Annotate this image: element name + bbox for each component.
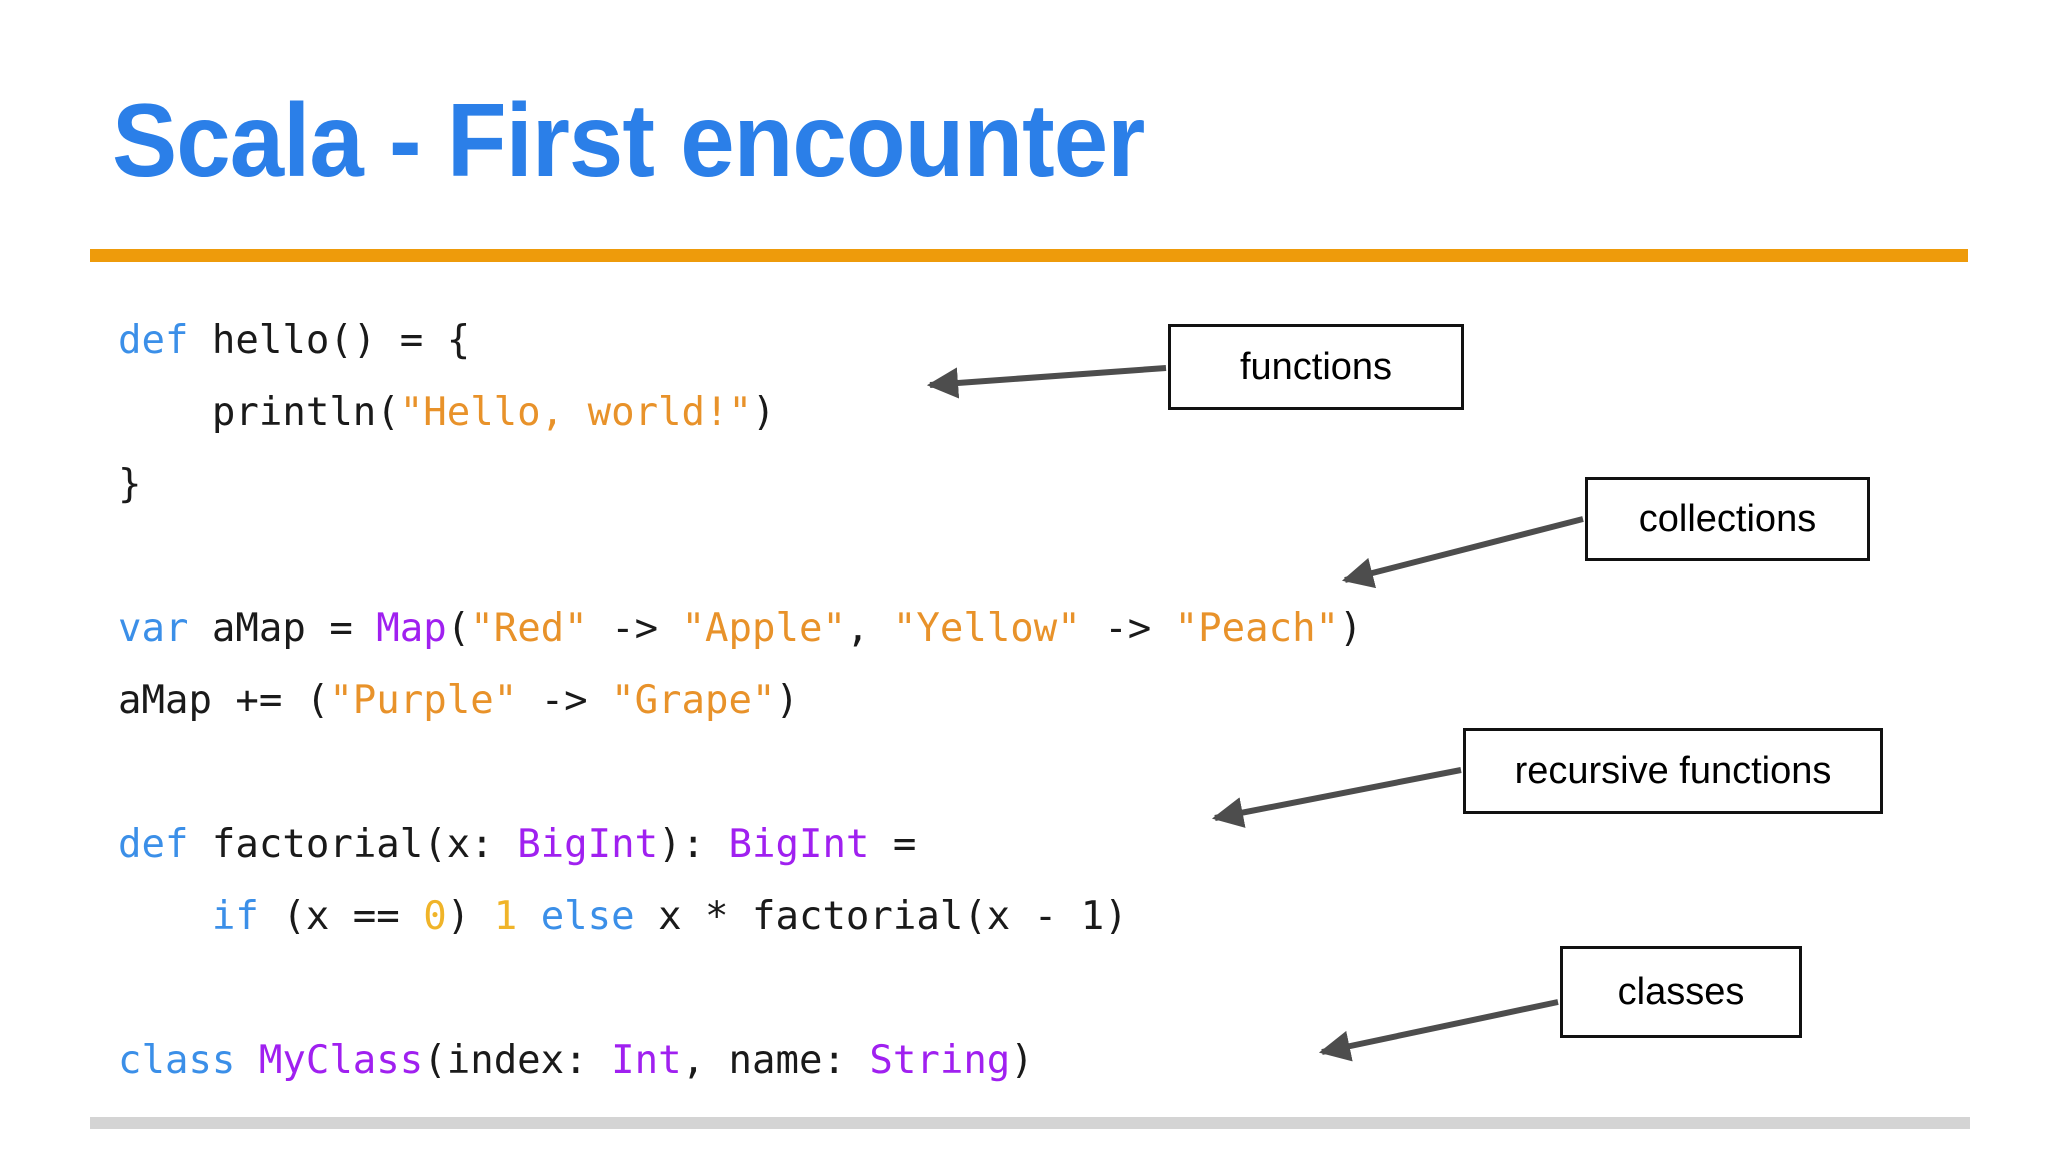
code-block: def hello() = { println("Hello, world!")… [118, 305, 1363, 1097]
code-token: else [540, 894, 635, 939]
code-token: x * factorial(x - 1) [634, 894, 1128, 939]
code-token: -> [517, 678, 612, 723]
code-token: def [118, 318, 189, 363]
code-token: aMap = [188, 606, 377, 651]
code-line: def factorial(x: BigInt): BigInt = [118, 809, 1363, 881]
code-line: aMap += ("Purple" -> "Grape") [118, 665, 1363, 737]
code-token: -> [587, 606, 682, 651]
callout-box-recursive-functions[interactable]: recursive functions [1463, 728, 1883, 814]
code-token: "Red" [470, 606, 588, 651]
code-line: println("Hello, world!") [118, 377, 1363, 449]
code-token: ): [658, 822, 729, 867]
title-underline-rule [90, 249, 1968, 262]
code-token: ) [446, 894, 494, 939]
code-token: Map [376, 606, 447, 651]
code-token: aMap += ( [118, 678, 330, 723]
callout-box-collections[interactable]: collections [1585, 477, 1870, 561]
code-token: factorial(x: [188, 822, 518, 867]
code-token: def [118, 822, 189, 867]
footer-bar [90, 1117, 1970, 1129]
code-line: class MyClass(index: Int, name: String) [118, 1025, 1363, 1097]
code-token: "Grape" [611, 678, 776, 723]
code-token: String [869, 1038, 1011, 1083]
code-line [118, 737, 1363, 809]
code-token: ) [1010, 1038, 1034, 1083]
code-token: BigInt [728, 822, 870, 867]
code-token: "Peach" [1174, 606, 1340, 651]
code-line: if (x == 0) 1 else x * factorial(x - 1) [118, 881, 1363, 953]
page-title: Scala - First encounter [112, 83, 1145, 199]
code-line: def hello() = { [118, 305, 1363, 377]
code-token: if [211, 894, 259, 939]
code-token: class [118, 1038, 236, 1083]
code-token: ( [446, 606, 471, 651]
code-token: BigInt [517, 822, 659, 867]
callout-label-classes: classes [1617, 970, 1745, 1013]
callout-label-recursive-functions: recursive functions [1514, 749, 1832, 792]
code-token: println( [118, 390, 400, 435]
code-token: = [869, 822, 917, 867]
code-token: , [845, 606, 893, 651]
code-token: hello() = { [188, 318, 471, 363]
code-line [118, 953, 1363, 1025]
code-token: (x == [258, 894, 424, 939]
callout-box-classes[interactable]: classes [1560, 946, 1802, 1038]
code-token: } [118, 462, 142, 507]
code-token [235, 1038, 258, 1083]
code-token: ) [775, 678, 799, 723]
arrow-to-collections [1341, 516, 1584, 589]
code-token: 1 [493, 894, 518, 939]
code-token: 0 [423, 894, 447, 939]
code-token: (index: [423, 1038, 612, 1083]
code-token [517, 894, 540, 939]
code-token: , name: [681, 1038, 870, 1083]
code-token: ) [1339, 606, 1363, 651]
code-token: "Apple" [681, 606, 846, 651]
code-token: Int [611, 1038, 682, 1083]
code-token: MyClass [258, 1038, 424, 1083]
code-token: ) [751, 390, 776, 435]
code-token [118, 894, 212, 939]
code-token: "Hello, world!" [399, 390, 752, 435]
callout-label-functions: functions [1239, 345, 1393, 388]
code-token: "Yellow" [892, 606, 1081, 651]
callout-box-functions[interactable]: functions [1168, 324, 1464, 410]
code-token: -> [1080, 606, 1175, 651]
code-line: } [118, 449, 1363, 521]
code-token: var [118, 606, 189, 651]
code-token: "Purple" [329, 678, 518, 723]
code-line: var aMap = Map("Red" -> "Apple", "Yellow… [118, 593, 1363, 665]
callout-label-collections: collections [1638, 497, 1817, 540]
code-line [118, 521, 1363, 593]
